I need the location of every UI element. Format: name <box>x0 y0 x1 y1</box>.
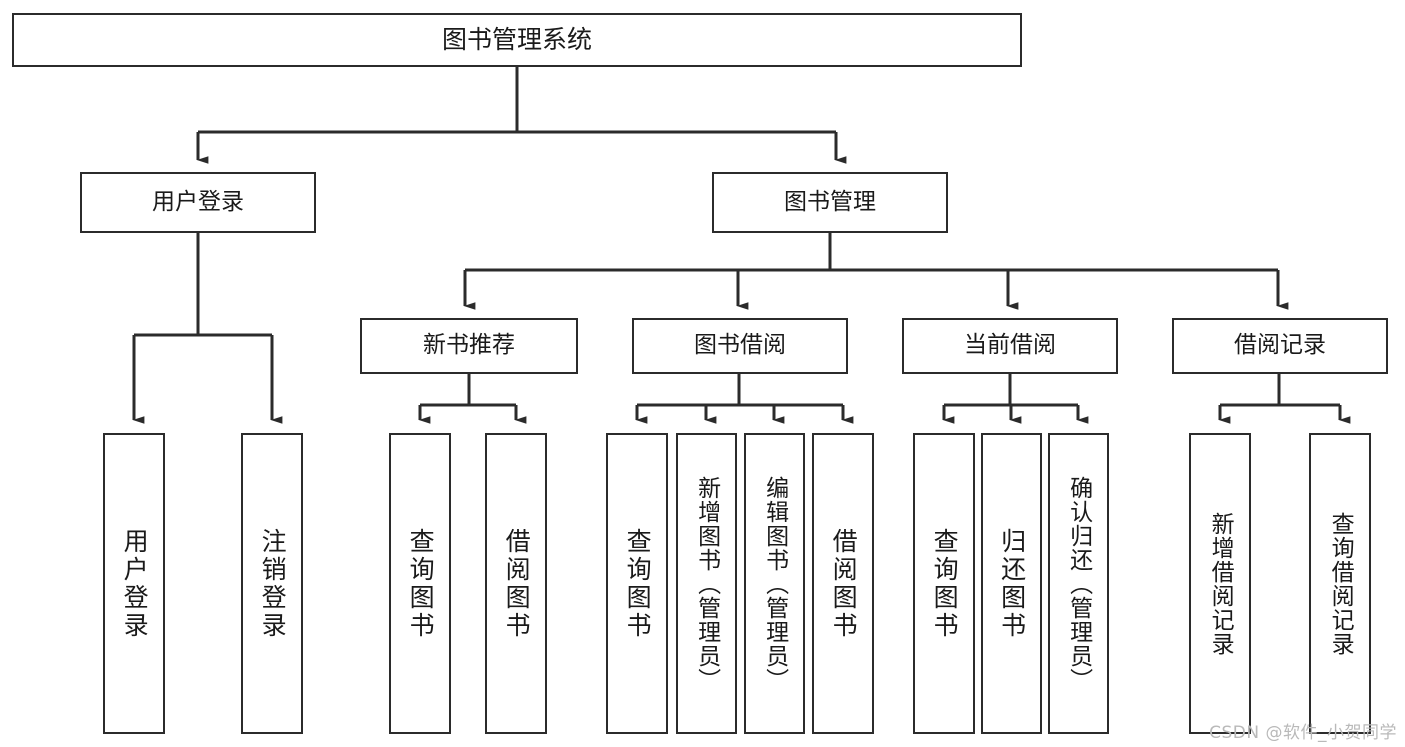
node-book-manage[interactable]: 图书管理 <box>712 172 948 233</box>
node-label: 借阅图书 <box>829 527 859 640</box>
node-leaf-borrow-book-new[interactable]: 借阅图书 <box>485 433 547 734</box>
node-current-borrow[interactable]: 当前借阅 <box>902 318 1118 374</box>
node-label: 查询图书 <box>930 527 960 640</box>
node-label: 新书推荐 <box>423 332 515 359</box>
node-label: 查询借阅记录 <box>1327 511 1354 656</box>
node-leaf-user-login[interactable]: 用户登录 <box>103 433 165 734</box>
node-leaf-add-borrow-record[interactable]: 新增借阅记录 <box>1189 433 1251 734</box>
csdn-watermark: CSDN @软件_小贺同学 <box>1209 723 1397 743</box>
node-root-system[interactable]: 图书管理系统 <box>12 13 1022 67</box>
node-label: 图书管理 <box>784 188 876 215</box>
node-label: 确认归还（管理员） <box>1065 475 1092 692</box>
node-label: 归还图书 <box>997 527 1027 640</box>
node-label: 用户登录 <box>120 527 150 640</box>
node-leaf-return-book[interactable]: 归还图书 <box>981 433 1042 734</box>
node-label: 新增借阅记录 <box>1207 511 1234 656</box>
node-label: 用户登录 <box>152 188 244 215</box>
node-book-borrow[interactable]: 图书借阅 <box>632 318 848 374</box>
node-label: 查询图书 <box>406 527 436 640</box>
node-user-login[interactable]: 用户登录 <box>80 172 316 233</box>
node-label: 借阅记录 <box>1234 332 1326 359</box>
node-label: 查询图书 <box>623 527 653 640</box>
node-new-book-recommend[interactable]: 新书推荐 <box>360 318 578 374</box>
node-label: 当前借阅 <box>964 332 1056 359</box>
node-leaf-query-borrow-record[interactable]: 查询借阅记录 <box>1309 433 1371 734</box>
node-borrow-record[interactable]: 借阅记录 <box>1172 318 1388 374</box>
node-label: 编辑图书（管理员） <box>761 475 788 692</box>
node-leaf-add-book-admin[interactable]: 新增图书（管理员） <box>676 433 737 734</box>
node-leaf-query-book-new[interactable]: 查询图书 <box>389 433 451 734</box>
node-leaf-confirm-return-admin[interactable]: 确认归还（管理员） <box>1048 433 1109 734</box>
node-leaf-edit-book-admin[interactable]: 编辑图书（管理员） <box>744 433 805 734</box>
node-leaf-borrow-book[interactable]: 借阅图书 <box>812 433 874 734</box>
node-label: 图书借阅 <box>694 332 786 359</box>
node-leaf-query-book-borrow[interactable]: 查询图书 <box>606 433 668 734</box>
node-leaf-query-book-current[interactable]: 查询图书 <box>913 433 975 734</box>
node-label: 注销登录 <box>258 527 288 640</box>
node-leaf-user-logout[interactable]: 注销登录 <box>241 433 303 734</box>
node-label: 借阅图书 <box>502 527 532 640</box>
node-label: 图书管理系统 <box>441 25 592 55</box>
node-label: 新增图书（管理员） <box>693 475 720 692</box>
